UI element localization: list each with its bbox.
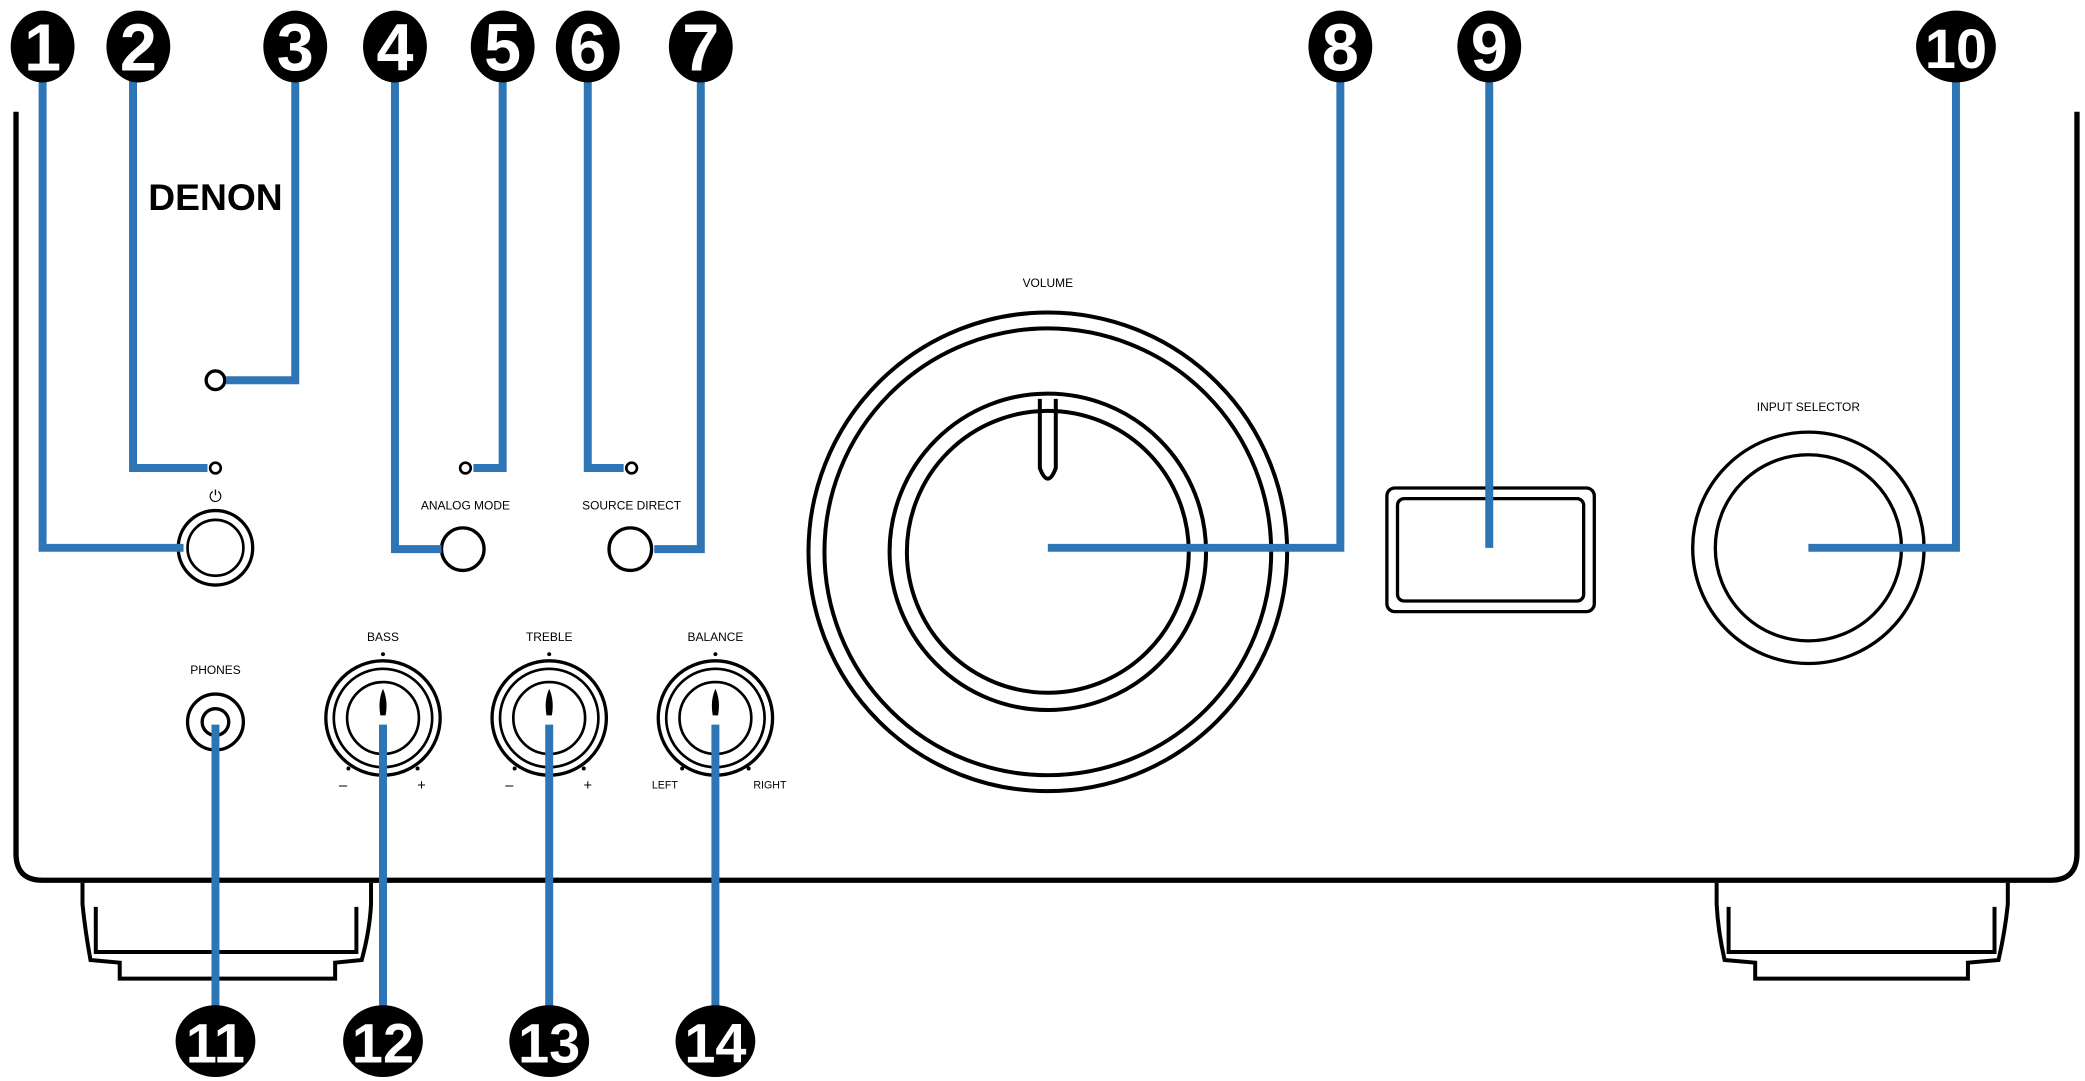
svg-text:1: 1 xyxy=(24,11,61,85)
svg-text:13: 13 xyxy=(518,1011,580,1074)
callout-10: 10 xyxy=(1916,10,1996,83)
bass-plus-mark: + xyxy=(417,778,426,794)
treble-top-dot xyxy=(547,652,552,657)
volume-label: VOLUME xyxy=(1023,276,1074,290)
balance-top-dot xyxy=(713,652,718,657)
svg-text:9: 9 xyxy=(1471,11,1508,85)
callout-11: 11 xyxy=(175,1005,256,1078)
chassis-outline xyxy=(13,111,2080,883)
svg-text:12: 12 xyxy=(352,1011,414,1074)
treble-minus-mark: – xyxy=(505,778,514,794)
svg-text:4: 4 xyxy=(376,11,413,85)
callout-7: 7 xyxy=(668,10,733,85)
input-selector-label: INPUT SELECTOR xyxy=(1757,400,1861,414)
left-foot xyxy=(80,882,374,981)
callout-6: 6 xyxy=(555,10,620,85)
treble-left-dot xyxy=(512,766,517,771)
bass-top-dot xyxy=(381,652,385,657)
volume-knob[interactable] xyxy=(806,310,1290,794)
analog-mode-button[interactable] xyxy=(439,526,486,573)
bass-label: BASS xyxy=(367,630,399,644)
treble-knob[interactable] xyxy=(490,659,609,777)
svg-text:3: 3 xyxy=(277,11,314,85)
balance-left-mark: LEFT xyxy=(652,779,678,791)
svg-text:14: 14 xyxy=(684,1011,746,1074)
bass-right-dot xyxy=(415,766,420,771)
callout-5: 5 xyxy=(470,10,535,85)
treble-right-dot xyxy=(581,766,586,771)
callout-4: 4 xyxy=(363,10,427,85)
balance-label: BALANCE xyxy=(688,630,744,644)
analog-mode-label: ANALOG MODE xyxy=(421,498,510,512)
brand-logo: DENON xyxy=(148,176,282,218)
callout-2: 2 xyxy=(106,10,171,85)
right-foot xyxy=(1714,882,2010,981)
svg-text:2: 2 xyxy=(120,11,157,85)
callout-8: 8 xyxy=(1308,10,1373,85)
svg-text:6: 6 xyxy=(569,11,606,85)
source-direct-button[interactable] xyxy=(607,526,654,573)
balance-right-mark: RIGHT xyxy=(753,779,787,791)
balance-right-dot xyxy=(746,766,751,771)
power-icon: ⏻ xyxy=(209,488,222,505)
svg-text:10: 10 xyxy=(1925,17,1987,80)
svg-text:11: 11 xyxy=(186,1011,245,1074)
svg-text:8: 8 xyxy=(1322,11,1359,85)
power-button[interactable] xyxy=(176,508,255,587)
power-indicator xyxy=(208,461,223,475)
bass-left-dot xyxy=(346,766,351,771)
callout-1: 1 xyxy=(10,10,75,85)
svg-text:5: 5 xyxy=(484,11,521,85)
source-direct-label: SOURCE DIRECT xyxy=(582,498,682,512)
callout-12: 12 xyxy=(343,1005,423,1078)
phones-label: PHONES xyxy=(190,663,241,677)
treble-label: TREBLE xyxy=(526,630,573,644)
analog-mode-indicator xyxy=(458,461,473,475)
source-direct-indicator xyxy=(624,461,639,475)
callout-9: 9 xyxy=(1457,10,1522,85)
svg-text:7: 7 xyxy=(682,11,719,85)
callout-13: 13 xyxy=(509,1005,590,1078)
callout-3: 3 xyxy=(263,10,328,85)
leader-lines xyxy=(38,73,1960,1022)
balance-left-dot xyxy=(680,766,685,771)
callout-14: 14 xyxy=(675,1005,756,1078)
bass-minus-mark: – xyxy=(339,778,348,794)
remote-sensor xyxy=(204,369,227,392)
treble-plus-mark: + xyxy=(583,778,592,794)
